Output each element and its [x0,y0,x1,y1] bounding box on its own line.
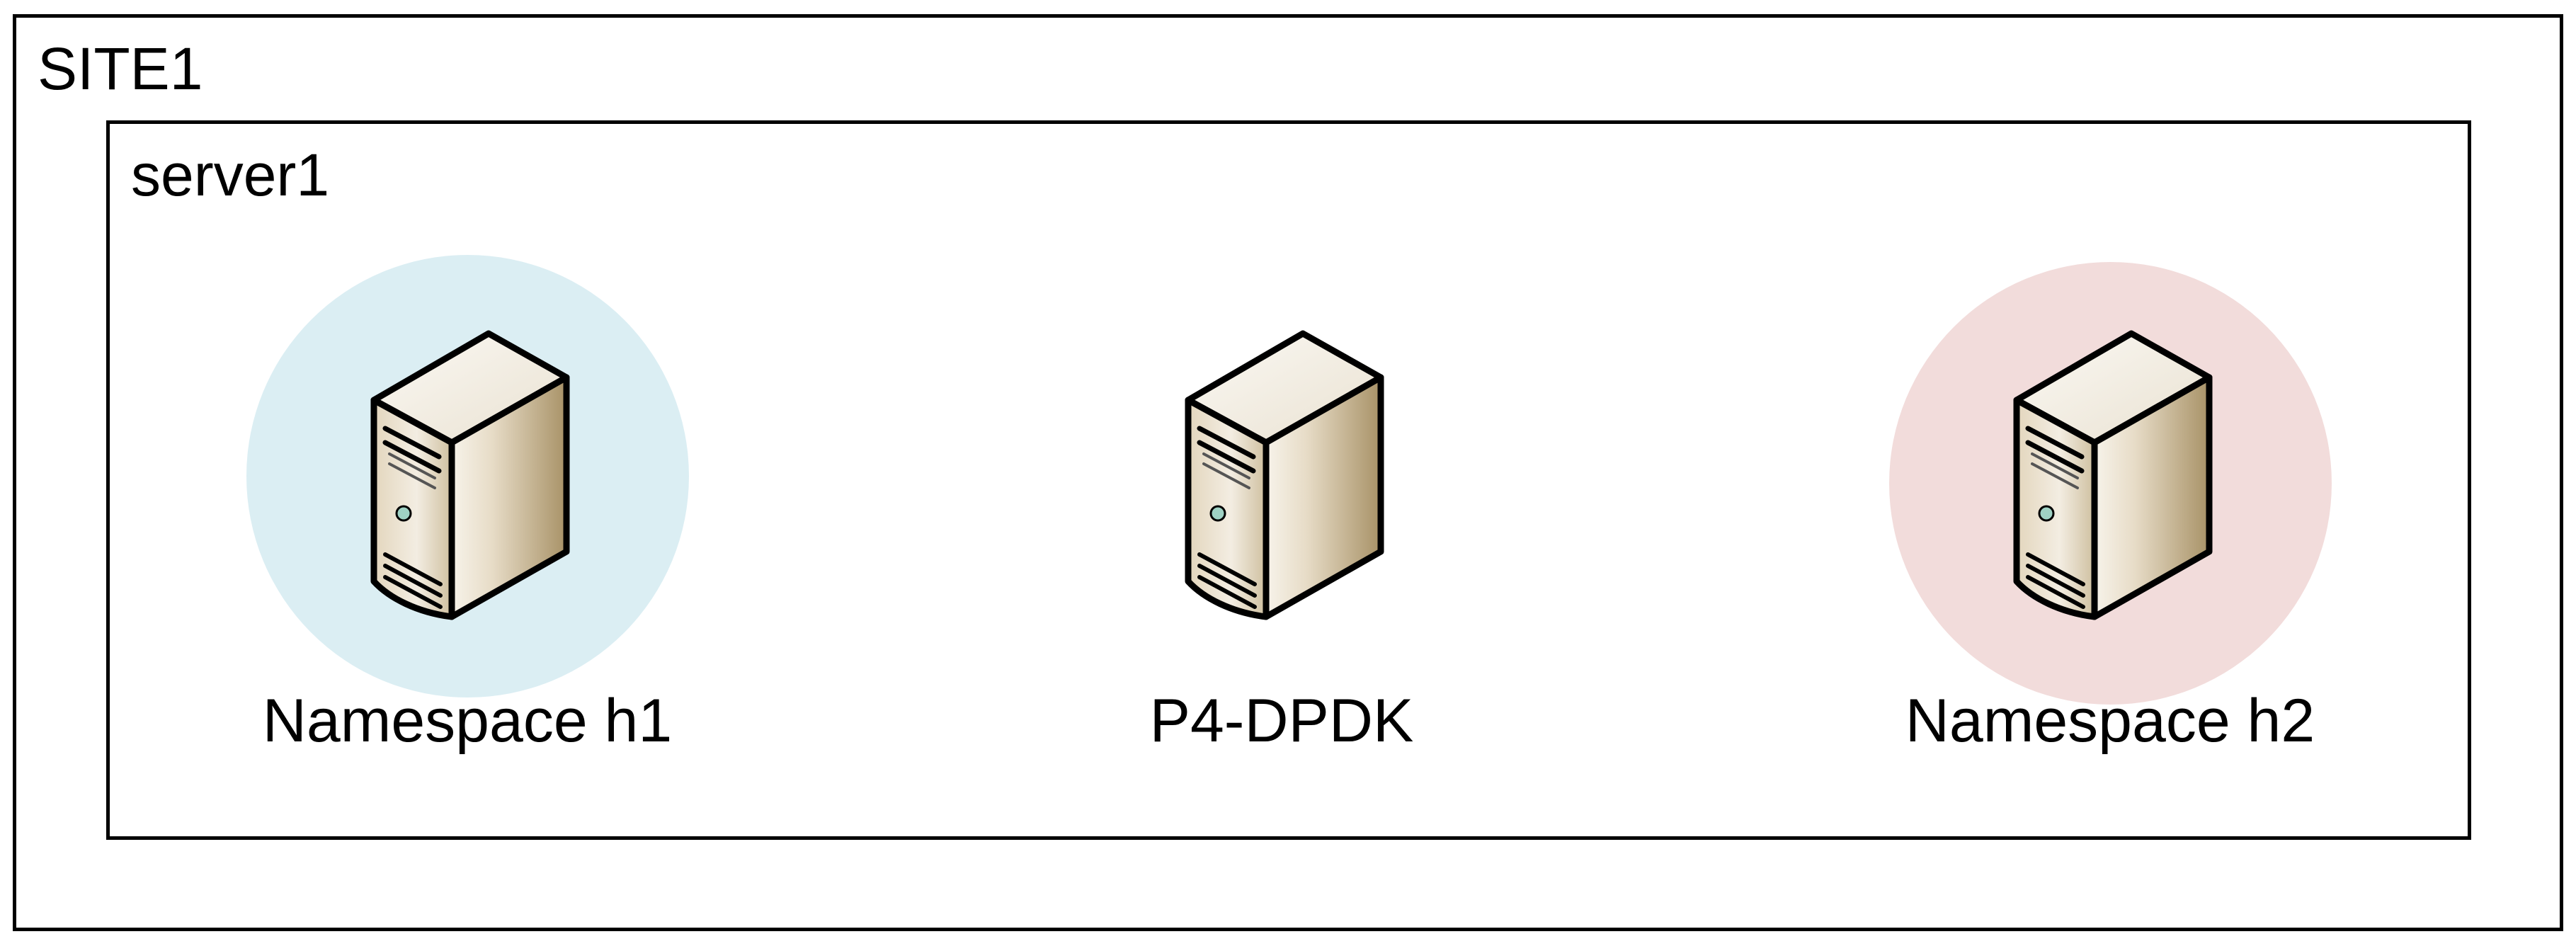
node-namespace-h1: Namespace h1 [198,241,736,878]
p4-dpdk-label: P4-DPDK [1149,687,1414,755]
server-label: server1 [131,142,330,208]
namespace-h2-label: Namespace h2 [1905,687,2315,755]
node-namespace-h2: Namespace h2 [1841,241,2379,878]
site-container: SITE1 [13,14,2563,931]
namespace-h1-label: Namespace h1 [262,687,673,755]
server-tower-icon [361,329,574,627]
site-label: SITE1 [38,35,203,102]
server-tower-icon [1175,329,1388,627]
server-tower-icon [2004,329,2216,627]
node-p4-dpdk: P4-DPDK [1013,241,1551,878]
server-container: server1 [106,120,2471,840]
